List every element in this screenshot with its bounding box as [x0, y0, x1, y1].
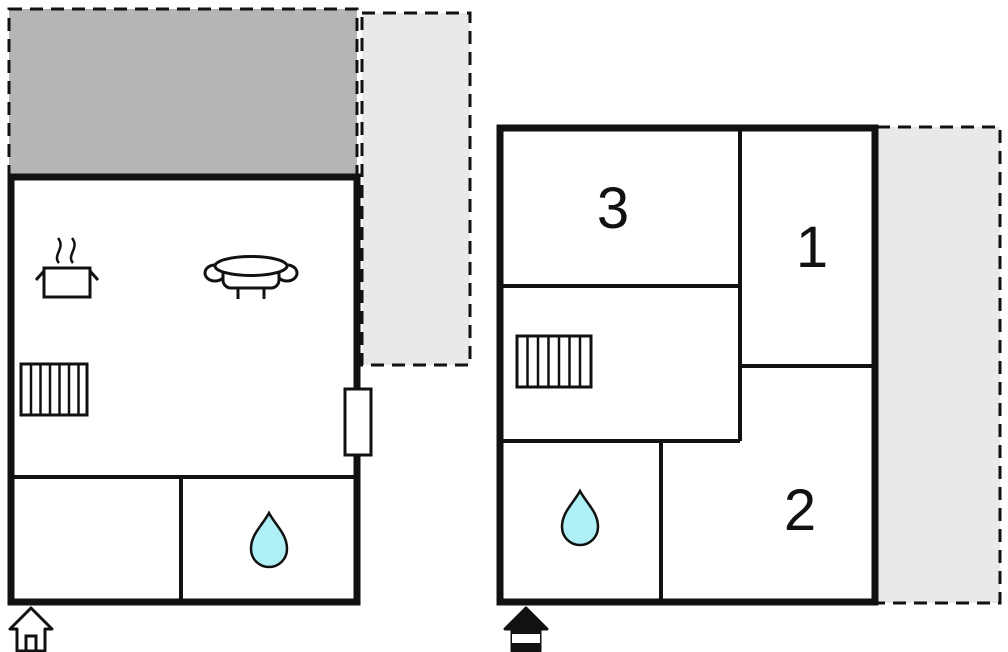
ground-floor-plan: [7, 7, 472, 652]
room-3-label: 3: [597, 176, 629, 241]
terrace-light-area-left-plan: [360, 11, 472, 367]
terrace-dark-area: [7, 7, 359, 178]
cooking-pot-icon: [34, 266, 100, 299]
room-2-label: 2: [784, 478, 816, 543]
radiator-icon: [19, 362, 89, 417]
radiator-icon: [515, 334, 593, 389]
water-drop-icon: [560, 488, 600, 547]
entrance-icon: [503, 606, 549, 652]
water-drop-icon: [249, 510, 289, 569]
steam-icon: [55, 237, 76, 264]
room-1-label: 1: [796, 215, 828, 280]
entrance-icon: [8, 606, 54, 652]
door-icon: [343, 387, 373, 457]
sofa-icon: [203, 255, 299, 299]
terrace-light-area-right-plan: [875, 125, 1002, 605]
upper-floor-plan: 3 1 2: [496, 124, 1002, 652]
